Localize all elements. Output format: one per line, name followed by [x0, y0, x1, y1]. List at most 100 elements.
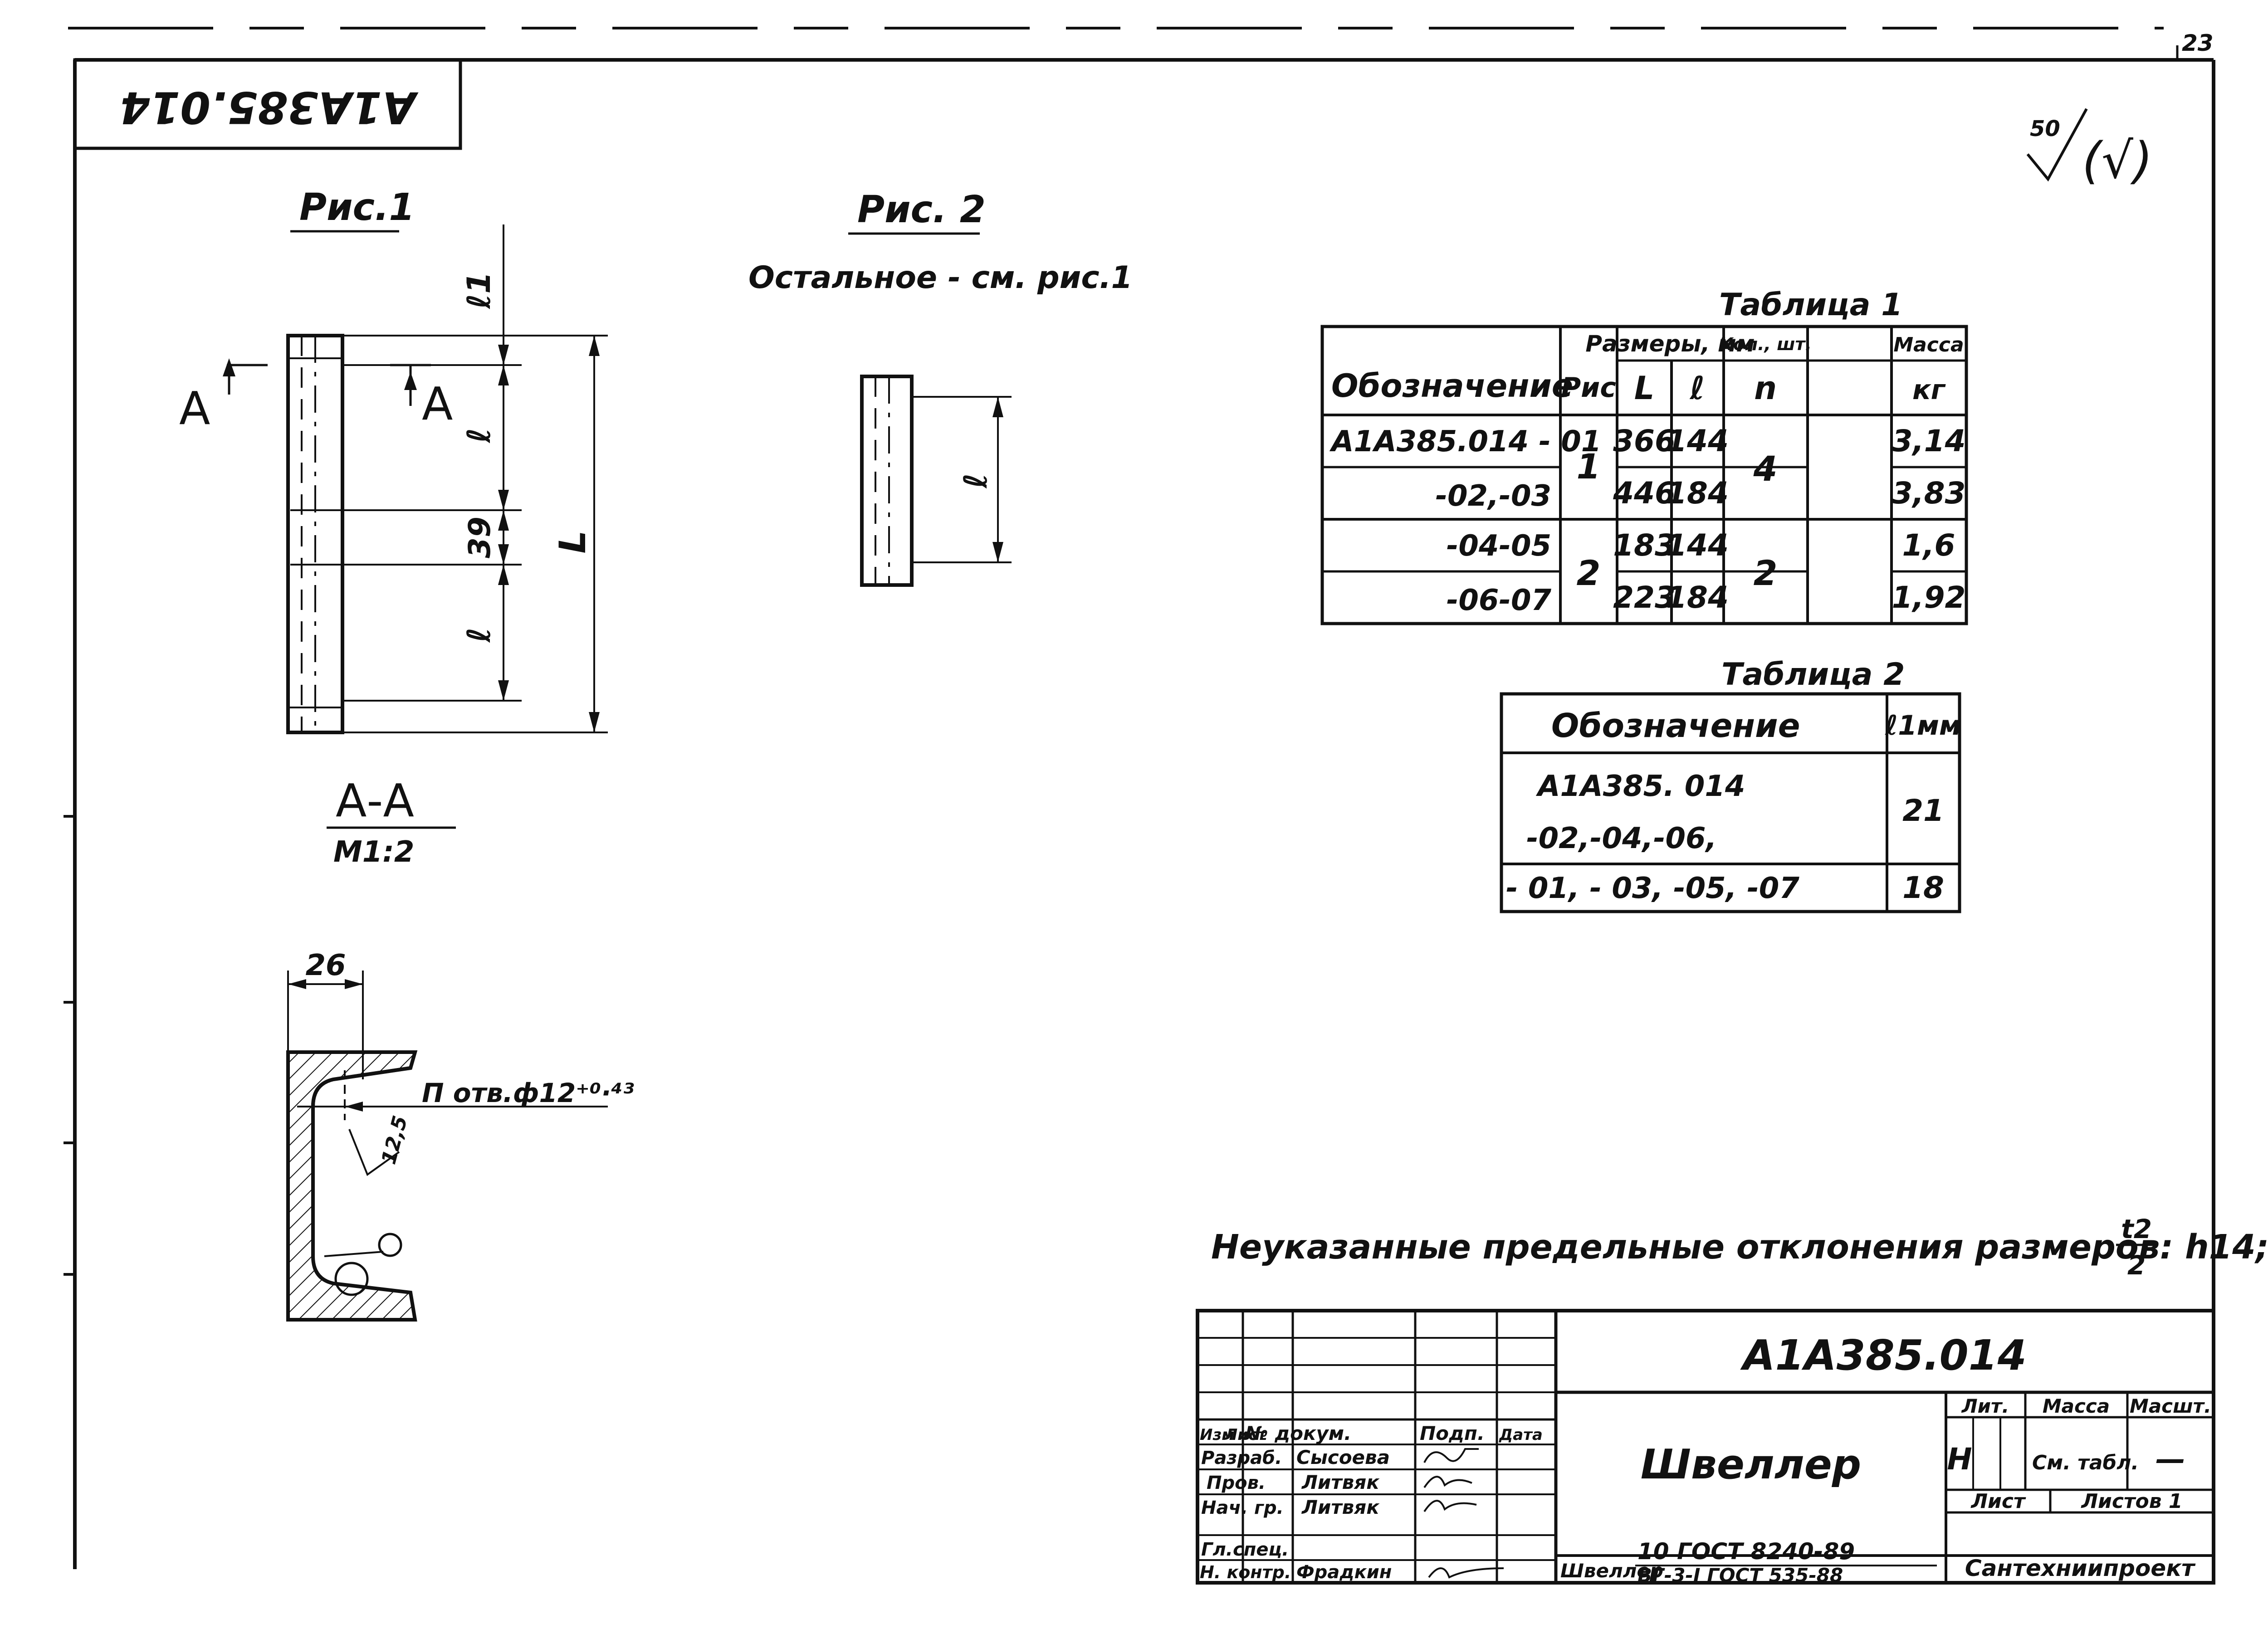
tb-mass-label: Масса — [2043, 1395, 2110, 1417]
t1-row3-designation: -04-05 — [1447, 529, 1551, 563]
title-block: А1А385.014 Швеллер Изм Лист № докум. Под… — [1196, 1309, 2215, 1586]
signature-group-head — [1423, 1500, 1477, 1512]
tb-name: Швеллер — [1641, 1441, 1861, 1488]
t1-head-mass: Масса — [1893, 333, 1964, 356]
t1-row3-mass: 1,6 — [1902, 528, 1955, 563]
tb-sheet-label: Лист — [1970, 1490, 2026, 1513]
tb-material-bottom: ВГ-3-I ГОСТ 535-88 — [1637, 1564, 1843, 1586]
t1-head-sizes: Размеры, мм — [1585, 331, 1755, 357]
t2-head-designation: Обозначение — [1551, 707, 1800, 745]
t1-row4-designation: -06-07 — [1447, 584, 1552, 617]
t1-head-fig: Рис — [1561, 372, 1616, 404]
t1-row4-l: 184 — [1666, 580, 1729, 615]
table-1: Таблица 1 Обозначение Рис Размеры, мм Ко… — [1320, 287, 1968, 625]
section-scale: М1:2 — [333, 835, 414, 869]
tb-scale-value: — — [2156, 1442, 2185, 1477]
tb-role-developer: Разраб. — [1201, 1448, 1282, 1468]
section-roughness: 12,5 — [377, 1113, 412, 1167]
roughness-rest: (√) — [2082, 132, 2153, 190]
tb-role-checker: Пров. — [1207, 1473, 1266, 1493]
tb-person-norm-control: Фрадкин — [1296, 1562, 1392, 1583]
t1-row3-L: 183 — [1613, 528, 1676, 563]
tolerance-denominator: 2 — [2127, 1250, 2146, 1281]
t1-row3-l: 144 — [1666, 528, 1729, 563]
table1-title: Таблица 1 — [1719, 287, 1902, 323]
t1-row1-designation: А1А385.014 - 01 — [1329, 425, 1601, 458]
tb-code: А1А385.014 — [1740, 1331, 2026, 1380]
dim-39: 39 — [462, 517, 497, 558]
t1-head-L: L — [1634, 370, 1655, 407]
figure-1: Рис.1 ℓ1 ℓ 39 ℓ L А — [179, 186, 608, 734]
tb-col-list: Лист — [1224, 1426, 1267, 1444]
section-mark-left: А — [179, 382, 210, 435]
tb-person-developer: Сысоева — [1296, 1446, 1390, 1468]
tb-lit-label: Лит. — [1961, 1395, 2009, 1417]
tb-lit-value: Н — [1947, 1442, 1972, 1477]
t1-head-n: n — [1754, 370, 1777, 407]
sheet-number: 23 — [2182, 30, 2214, 56]
roughness-symbol: 50 (√) — [2026, 108, 2153, 190]
tb-person-group-head: Литвяк — [1301, 1496, 1380, 1518]
t1-row2-mass: 3,83 — [1892, 476, 1966, 511]
fig2-dim-l: ℓ — [957, 473, 994, 488]
t2-row1-designation-1: А1А385. 014 — [1535, 770, 1745, 803]
signature-developer — [1423, 1448, 1479, 1463]
t1-fig-group-1: 1 — [1577, 446, 1601, 487]
tb-sheets-label: Листов 1 — [2081, 1490, 2183, 1513]
t1-row1-l: 144 — [1666, 424, 1729, 458]
t1-row2-l: 184 — [1666, 476, 1729, 511]
signature-checker — [1423, 1476, 1472, 1488]
dim-l-lower: ℓ — [460, 627, 498, 643]
dim-L: L — [552, 531, 594, 554]
tb-mass-value: См. табл. — [2032, 1451, 2139, 1474]
tb-role-chief-specialist: Гл.спец. — [1201, 1539, 1289, 1560]
table-2: Таблица 2 Обозначение ℓ1мм А1А385. 014 -… — [1500, 657, 1961, 913]
code-stamp: А1А385.014 — [73, 58, 462, 150]
fig1-title: Рис.1 — [299, 186, 415, 229]
tb-col-doc: № докум. — [1244, 1422, 1351, 1444]
t1-row2-L: 446 — [1613, 476, 1676, 511]
t2-row2-designation: - 01, - 03, -05, -07 — [1506, 872, 1799, 905]
section-mark-right: А — [422, 377, 453, 430]
dim-l1: ℓ1 — [460, 272, 498, 309]
table2-title: Таблица 2 — [1721, 657, 1905, 693]
t1-row1-L: 366 — [1613, 424, 1676, 458]
t1-qty-group-2: 2 — [1754, 553, 1778, 593]
tolerance-numerator: t2 — [2121, 1214, 2152, 1244]
tb-material-top: 10 ГОСТ 8240-89 — [1637, 1538, 1855, 1565]
signature-norm-control — [1428, 1567, 1504, 1579]
t1-fig-group-2: 2 — [1577, 553, 1601, 593]
dim-l-upper: ℓ — [460, 428, 498, 443]
roughness-value: 50 — [2030, 116, 2060, 141]
t2-row1-designation-2: -02,-04,-06, — [1526, 822, 1717, 855]
t1-head-qty: Кол., шт. — [1719, 334, 1812, 354]
hole-callout: П отв.ф12⁺⁰·⁴³ — [422, 1078, 634, 1108]
section-a-a: А-А М1:2 26 П отв.ф12⁺⁰·⁴³ 12,5 — [286, 774, 634, 1322]
t1-qty-group-1: 4 — [1753, 449, 1778, 489]
section-dim-26: 26 — [305, 949, 346, 982]
stamp-code: А1А385.014 — [120, 82, 419, 133]
t1-head-kg: кг — [1912, 374, 1946, 406]
tb-col-sign: Подп. — [1420, 1422, 1485, 1444]
t2-head-l1: ℓ1мм — [1885, 710, 1961, 741]
fig2-title: Рис. 2 — [857, 188, 986, 231]
t1-row4-mass: 1,92 — [1892, 580, 1966, 615]
t2-row1-l1: 21 — [1902, 793, 1944, 828]
tb-scale-label: Масшт. — [2130, 1395, 2211, 1417]
t2-row2-l1: 18 — [1902, 870, 1944, 905]
tb-material-label: Швеллер — [1560, 1560, 1663, 1582]
section-title: А-А — [336, 774, 414, 827]
t1-row1-mass: 3,14 — [1892, 424, 1966, 458]
tb-role-group-head: Нач. гр. — [1201, 1497, 1284, 1518]
tb-col-izm: Изм — [1200, 1426, 1234, 1444]
tb-role-norm-control: Н. контр. — [1200, 1562, 1291, 1582]
t1-head-l: ℓ — [1689, 370, 1705, 407]
t1-row4-L: 223 — [1613, 580, 1676, 615]
t1-head-designation: Обозначение — [1331, 367, 1573, 405]
fig2-note: Остальное - см. рис.1 — [748, 260, 1133, 296]
tb-col-date: Дата — [1499, 1426, 1543, 1444]
t1-row2-designation: -02,-03 — [1435, 479, 1551, 513]
tolerance-text: Неуказанные предельные отклонения размер… — [1211, 1228, 2268, 1267]
figure-2: Рис. 2 Остальное - см. рис.1 ℓ — [748, 188, 1133, 587]
